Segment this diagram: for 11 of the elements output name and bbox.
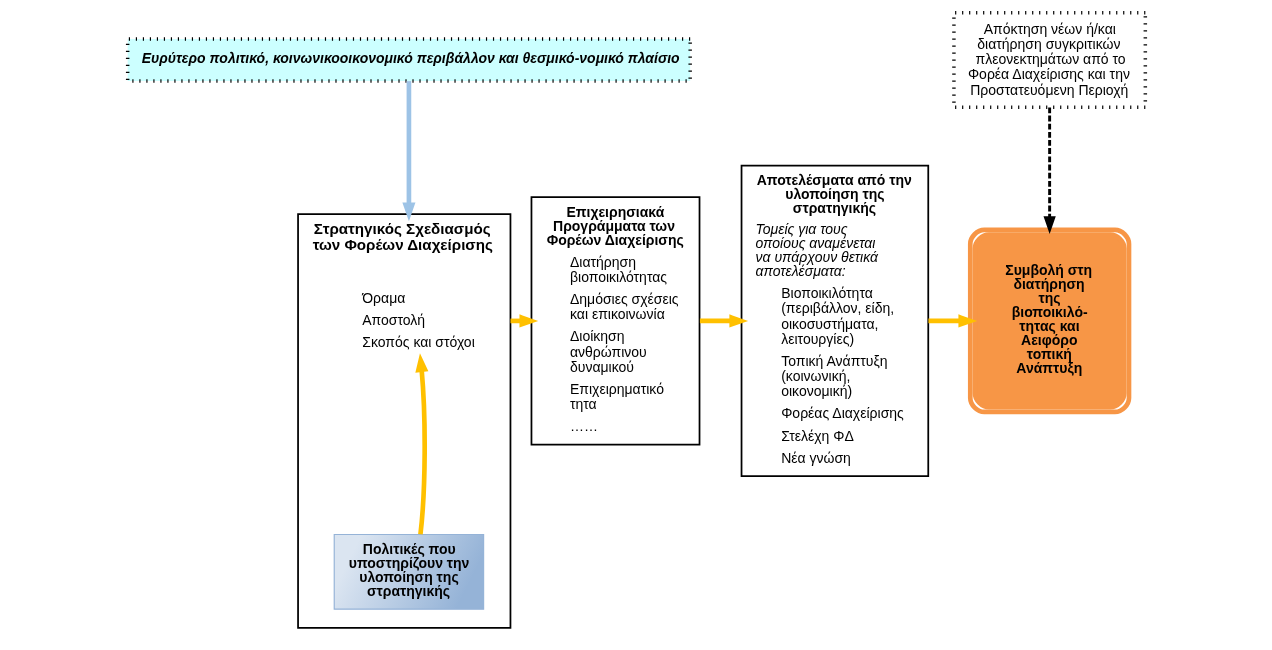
node-box: Επιχειρησιακά Προγράμματα των Φορέων Διαχείρισης Διατήρηση βιοποικιλότητας Δημόσιες σχέσεις και επικοινωνία Διοίκηση ανθρώπινου δυναμικού Επιχειρηματικό τητα ……	[530, 196, 700, 446]
node-box: Απόκτηση νέων ή/και διατήρηση συγκριτικών πλεονεκτημάτων από το Φορέα Διαχείρισης και την Προστατευόμενη Περιοχή	[951, 11, 1147, 110]
arrow	[1043, 107, 1056, 234]
node-box: Πολιτικές που υποστηρίζουν την υλοποίηση της στρατηγικής	[333, 533, 484, 610]
arrow	[927, 314, 977, 328]
arrow	[699, 314, 748, 328]
node-box: Ευρύτερο πολιτικό, κοινωνικοοικονομικό περιβάλλον και θεσμικό-νομικό πλαίσιο	[125, 37, 692, 83]
node-box: Αποτελέσματα από την υλοποίηση της στρατηγικής Τομείς για τους οποίους αναμένεται να υπάρχουν θετικά αποτελέσματα: Βιοποικιλότητα (περιβάλλον, είδη, οικοσυστήματα, λειτουργίες) Τοπική Ανάπτυξη (κοινωνική, οικονομική) Φορέας Διαχείρισης Στελέχη ΦΔ Νέα γνώση	[740, 164, 929, 477]
arrow	[401, 81, 415, 222]
node-box: Συμβολή στη διατήρηση της βιοποικιλό- τητας και Αειφόρο τοπική Ανάπτυξη	[967, 227, 1131, 415]
arrow	[414, 353, 428, 535]
